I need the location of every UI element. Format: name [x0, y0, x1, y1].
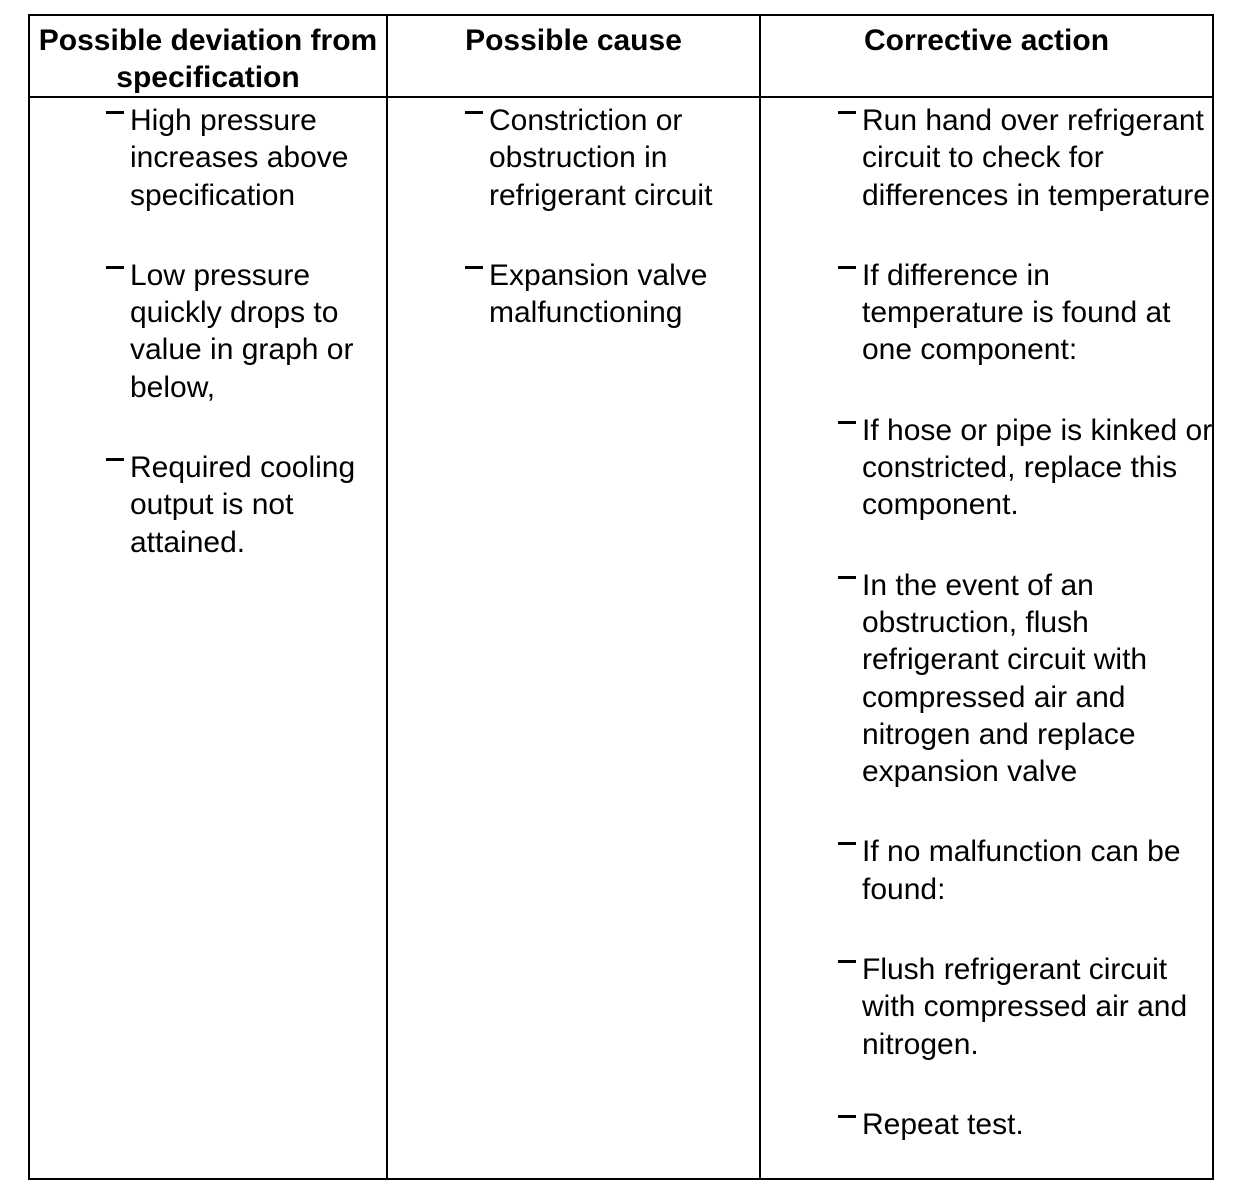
- header-deviation: Possible deviation from specification: [38, 24, 378, 94]
- dash-bullet: [838, 960, 856, 964]
- dash-bullet: [838, 842, 856, 846]
- dash-bullet: [465, 111, 483, 114]
- list-item: In the event of an obstruction, flush re…: [838, 567, 1214, 791]
- cause-column: Constriction or obstruction in refrigera…: [465, 102, 757, 374]
- dash-bullet: [838, 111, 856, 114]
- dash-bullet: [106, 111, 124, 114]
- dash-bullet: [106, 458, 124, 462]
- list-item: Constriction or obstruction in refrigera…: [465, 102, 757, 214]
- list-item: Flush refrigerant circuit with compresse…: [838, 951, 1214, 1063]
- dash-bullet: [838, 265, 856, 269]
- deviation-column: High pressure increases above specificat…: [106, 102, 386, 604]
- list-item: Required cooling output is not attained.: [106, 449, 386, 561]
- column-divider-2: [759, 16, 761, 1178]
- column-divider-1: [386, 16, 388, 1178]
- action-column: Run hand over refrigerant circuit to che…: [838, 102, 1214, 1186]
- dash-bullet: [838, 1114, 856, 1118]
- header-divider: [30, 96, 1212, 98]
- list-item: If hose or pipe is kinked or constricted…: [838, 412, 1214, 524]
- dash-bullet: [465, 265, 483, 269]
- list-item: If no malfunction can be found:: [838, 833, 1214, 908]
- header-cause: Possible cause: [465, 24, 682, 57]
- list-item: Expansion valve malfunctioning: [465, 257, 757, 332]
- dash-bullet: [838, 420, 856, 424]
- header-action: Corrective action: [863, 24, 1110, 57]
- dash-bullet: [838, 575, 856, 579]
- list-item: Repeat test.: [838, 1106, 1214, 1143]
- list-item: If difference in temperature is found at…: [838, 257, 1214, 369]
- dash-bullet: [106, 265, 124, 269]
- troubleshooting-table: Possible deviation from specification Po…: [28, 14, 1214, 1180]
- list-item: High pressure increases above specificat…: [106, 102, 386, 214]
- list-item: Low pressure quickly drops to value in g…: [106, 257, 386, 406]
- list-item: Run hand over refrigerant circuit to che…: [838, 102, 1214, 214]
